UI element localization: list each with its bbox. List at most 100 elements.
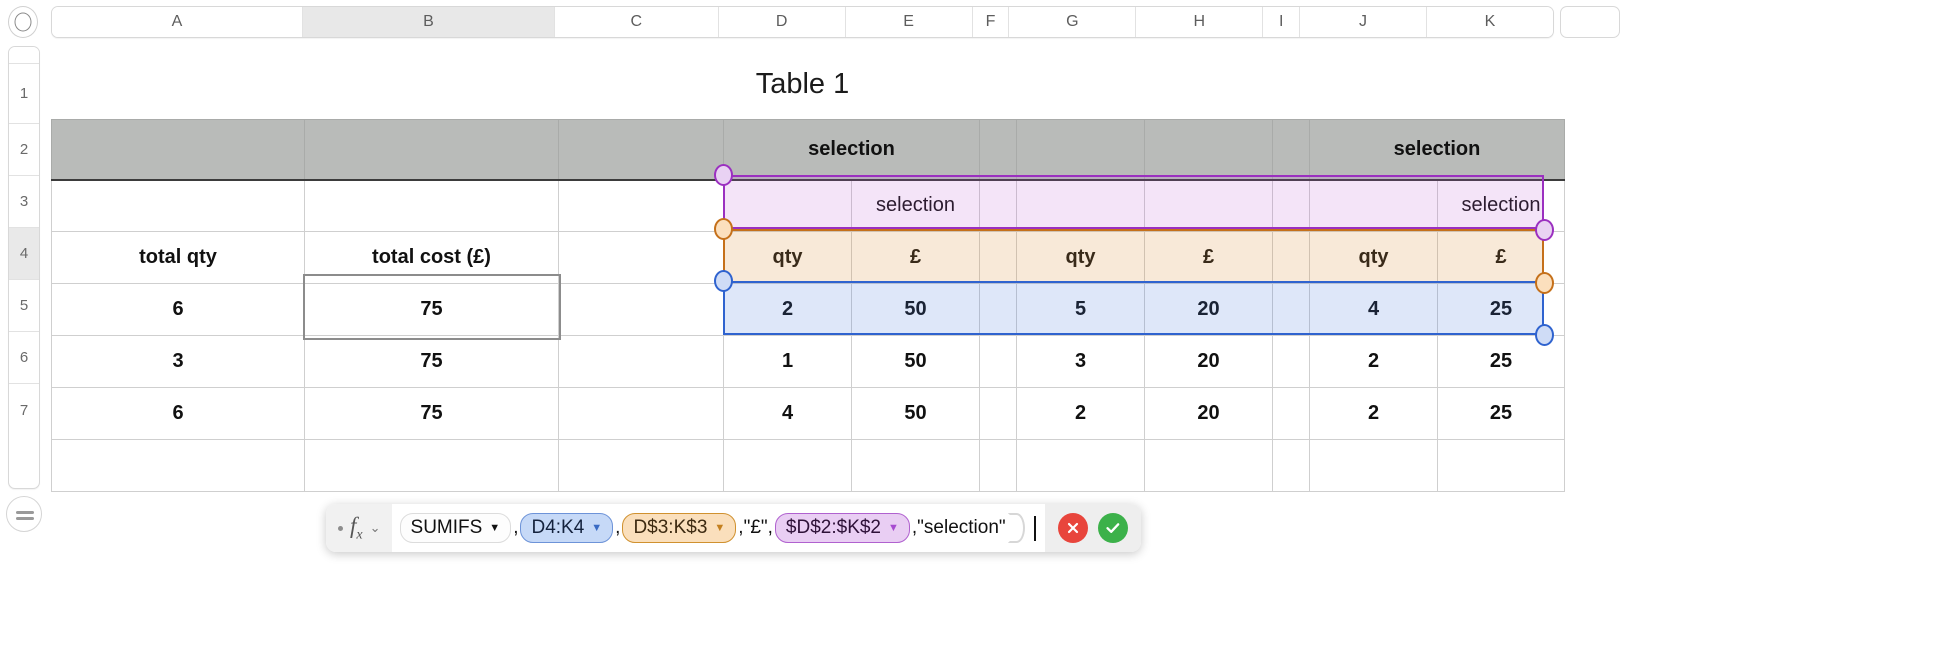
cell-i6[interactable]: [1272, 387, 1310, 440]
cell-f2[interactable]: [979, 179, 1017, 232]
cell-j7[interactable]: [1309, 439, 1438, 492]
cell-b2[interactable]: [304, 179, 559, 232]
formula-range-token-orange[interactable]: D$3:K$3 ▼: [622, 513, 737, 543]
cell-f3[interactable]: [979, 231, 1017, 284]
cell-c5[interactable]: [558, 335, 724, 388]
column-header-b[interactable]: B: [302, 7, 555, 37]
cell-d6[interactable]: 4: [723, 387, 852, 440]
cell-b1[interactable]: [304, 119, 559, 180]
row-header-bar[interactable]: 1 2 3 4 5 6 7: [8, 46, 40, 489]
cell-h6[interactable]: 20: [1144, 387, 1273, 440]
cell-g5[interactable]: 3: [1016, 335, 1145, 388]
column-header-j[interactable]: J: [1300, 7, 1428, 37]
column-header-overflow-stub[interactable]: [1560, 6, 1620, 38]
cell-c1[interactable]: [558, 119, 724, 180]
cell-j2[interactable]: [1309, 179, 1438, 232]
cell-j6[interactable]: 2: [1309, 387, 1438, 440]
formula-token-row[interactable]: SUMIFS ▼ , D4:K4 ▼ , D$3:K$3 ▼ ,"£", $D$…: [391, 504, 1045, 552]
cell-a1[interactable]: [51, 119, 305, 180]
cell-k4[interactable]: 25: [1437, 283, 1565, 336]
table-row[interactable]: total qty total cost (£) qty £ qty £ qty…: [51, 231, 1565, 284]
cell-h5[interactable]: 20: [1144, 335, 1273, 388]
chevron-down-icon[interactable]: ▼: [714, 521, 726, 534]
row-header-7[interactable]: 7: [9, 384, 39, 436]
cell-a7[interactable]: [51, 439, 305, 492]
cell-g1[interactable]: [1016, 119, 1145, 180]
chevron-down-icon[interactable]: ▼: [591, 521, 603, 534]
cell-f6[interactable]: [979, 387, 1017, 440]
cell-e4[interactable]: 50: [851, 283, 980, 336]
column-header-h[interactable]: H: [1136, 7, 1264, 37]
table-row[interactable]: selection selection: [51, 179, 1565, 232]
cell-h2[interactable]: [1144, 179, 1273, 232]
column-header-f[interactable]: F: [972, 7, 1010, 37]
cell-d7[interactable]: [723, 439, 852, 492]
column-header-bar[interactable]: A B C D E F G H I J K: [51, 6, 1554, 38]
formula-action-buttons[interactable]: [1044, 504, 1141, 552]
cell-g6[interactable]: 2: [1016, 387, 1145, 440]
cell-d4[interactable]: 2: [723, 283, 852, 336]
row-header-6[interactable]: 6: [9, 332, 39, 384]
cell-b3[interactable]: total cost (£): [304, 231, 559, 284]
cell-b5[interactable]: 75: [304, 335, 559, 388]
cell-i5[interactable]: [1272, 335, 1310, 388]
cell-j1[interactable]: selection: [1309, 119, 1565, 180]
cancel-button[interactable]: [1057, 513, 1088, 543]
row-header-2[interactable]: 2: [9, 124, 39, 176]
table-row[interactable]: 3 75 1 50 3 20 2 25: [51, 335, 1565, 388]
cell-e6[interactable]: 50: [851, 387, 980, 440]
cell-i3[interactable]: [1272, 231, 1310, 284]
cell-d5[interactable]: 1: [723, 335, 852, 388]
formula-range-token-purple[interactable]: $D$2:$K$2 ▼: [774, 513, 910, 543]
row-header-5[interactable]: 5: [9, 280, 39, 332]
equals-circle-icon[interactable]: [6, 496, 42, 532]
cell-h7[interactable]: [1144, 439, 1273, 492]
cell-c2[interactable]: [558, 179, 724, 232]
column-header-a[interactable]: A: [52, 7, 303, 37]
row-header-4[interactable]: 4: [9, 228, 39, 280]
cell-k7[interactable]: [1437, 439, 1565, 492]
cell-d2[interactable]: [723, 179, 852, 232]
cell-j5[interactable]: 2: [1309, 335, 1438, 388]
cell-d3[interactable]: qty: [723, 231, 852, 284]
cell-h1[interactable]: [1144, 119, 1273, 180]
cell-g7[interactable]: [1016, 439, 1145, 492]
cell-f4[interactable]: [979, 283, 1017, 336]
cell-f5[interactable]: [979, 335, 1017, 388]
row-header-3[interactable]: 3: [9, 176, 39, 228]
cell-g3[interactable]: qty: [1016, 231, 1145, 284]
cell-c7[interactable]: [558, 439, 724, 492]
fx-icon[interactable]: fx: [350, 512, 363, 543]
table-row[interactable]: selection selection: [51, 119, 1565, 180]
cell-e2[interactable]: selection: [851, 179, 980, 232]
cell-h4[interactable]: 20: [1144, 283, 1273, 336]
cell-j4[interactable]: 4: [1309, 283, 1438, 336]
cell-k5[interactable]: 25: [1437, 335, 1565, 388]
column-header-i[interactable]: I: [1263, 7, 1301, 37]
cell-i4[interactable]: [1272, 283, 1310, 336]
cell-h3[interactable]: £: [1144, 231, 1273, 284]
table-row[interactable]: 6 75 4 50 2 20 2 25: [51, 387, 1565, 440]
column-header-g[interactable]: G: [1009, 7, 1137, 37]
column-header-k[interactable]: K: [1427, 7, 1553, 37]
formula-function-token[interactable]: SUMIFS ▼: [399, 513, 512, 543]
spreadsheet-table[interactable]: selection selection selection selection …: [51, 119, 1565, 492]
cell-g2[interactable]: [1016, 179, 1145, 232]
record-circle-icon[interactable]: [8, 6, 38, 38]
cell-b6[interactable]: 75: [304, 387, 559, 440]
cell-i7[interactable]: [1272, 439, 1310, 492]
cell-d1[interactable]: selection: [723, 119, 980, 180]
row-header-1[interactable]: 1: [9, 64, 39, 124]
cell-j3[interactable]: qty: [1309, 231, 1438, 284]
cell-b7[interactable]: [304, 439, 559, 492]
cell-a2[interactable]: [51, 179, 305, 232]
column-header-c[interactable]: C: [554, 7, 719, 37]
cell-i2[interactable]: [1272, 179, 1310, 232]
cell-a5[interactable]: 3: [51, 335, 305, 388]
cell-k6[interactable]: 25: [1437, 387, 1565, 440]
cell-f1[interactable]: [979, 119, 1017, 180]
column-header-e[interactable]: E: [845, 7, 973, 37]
cell-k2[interactable]: selection: [1437, 179, 1565, 232]
cell-e7[interactable]: [851, 439, 980, 492]
chevron-down-icon[interactable]: ⌄: [369, 520, 381, 535]
